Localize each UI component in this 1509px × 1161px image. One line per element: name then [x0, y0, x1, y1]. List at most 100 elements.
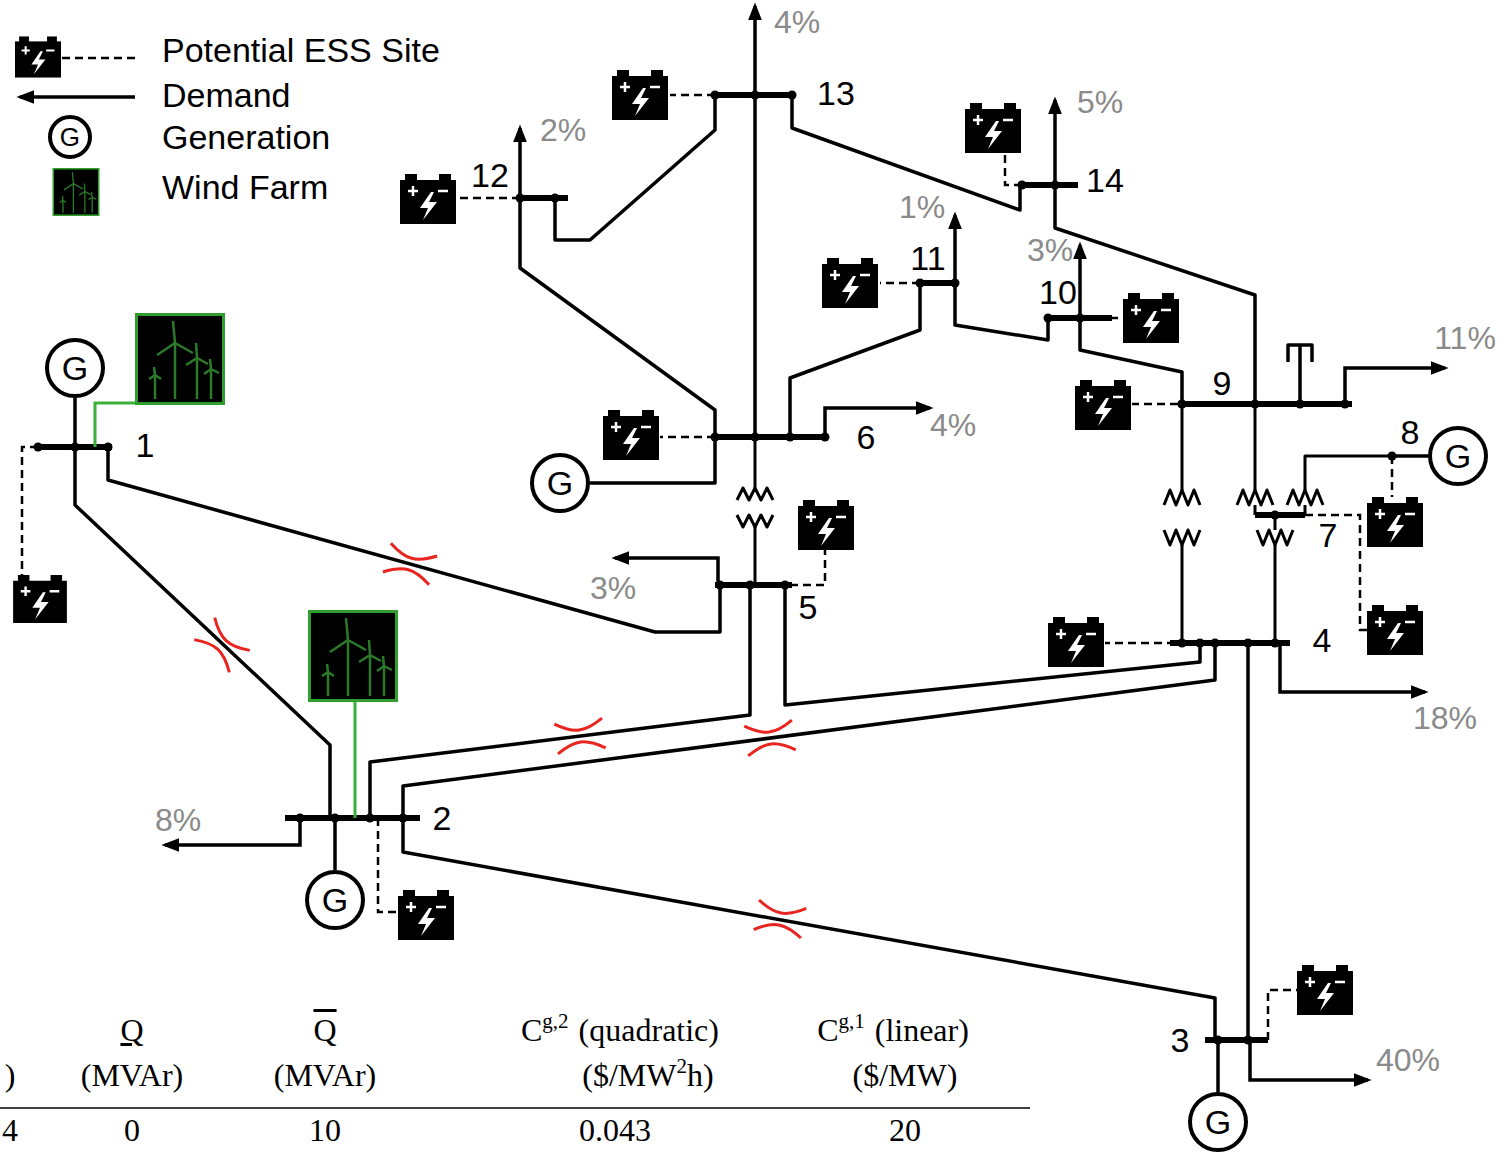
- line-limit-marker: [754, 900, 807, 938]
- ess-battery-icon: [1123, 293, 1179, 343]
- demand-arrow: [20, 95, 135, 99]
- bus-dot: [34, 443, 43, 452]
- demand-arrow: [1250, 1040, 1368, 1080]
- table-unit: ($/MW): [853, 1059, 958, 1091]
- table-unit: ($/MW: [582, 1059, 676, 1091]
- ess-dashed-link: [790, 550, 825, 585]
- table-superscript: g,2: [542, 1011, 568, 1032]
- transformer-coil: [1254, 505, 1257, 515]
- bus-dot: [551, 194, 560, 203]
- bus-dot: [821, 433, 830, 442]
- table-header: Q: [313, 1014, 336, 1046]
- transformer-coil: [737, 404, 1392, 643]
- transmission-line: [73, 398, 77, 447]
- bus-dot: [751, 91, 760, 100]
- line-limit-marker: [554, 718, 603, 733]
- legend-text: Wind Farm: [162, 170, 328, 204]
- demand-arrow: [753, 6, 757, 95]
- bus-dot: [781, 581, 790, 590]
- line-limit-marker: [754, 921, 803, 938]
- bus-dot: [1044, 314, 1053, 323]
- transformer-coil: [754, 527, 757, 585]
- table-rule: [0, 1107, 1030, 1109]
- transformer-coil: [754, 437, 757, 488]
- bus-dot: [296, 814, 305, 823]
- bus-dot: [751, 433, 760, 442]
- ess-dashed-link: [1305, 515, 1367, 630]
- bus-dot: [331, 814, 340, 823]
- bus-bar: [1018, 182, 1078, 188]
- table-unit: (MVAr): [81, 1059, 184, 1091]
- bus-number: 1: [136, 428, 155, 462]
- bus-number: 7: [1319, 518, 1338, 552]
- load-percent: 4%: [930, 409, 976, 441]
- transformer-coil: [1164, 530, 1200, 545]
- load-percent: 8%: [155, 804, 201, 836]
- load-percent: 5%: [1077, 86, 1123, 118]
- demand-arrow: [953, 215, 957, 283]
- transmission-line: [520, 198, 715, 437]
- demand-arrow: [518, 128, 522, 198]
- transformer-coil: [1254, 404, 1257, 490]
- bus-dot: [1244, 1036, 1253, 1045]
- generator-letter: G: [60, 124, 80, 150]
- ess-dashed-link: [1268, 990, 1297, 1040]
- bus-number: 9: [1213, 366, 1232, 400]
- transformer-coil: [1287, 490, 1323, 505]
- bus-dot: [1214, 1036, 1223, 1045]
- transmission-line: [1288, 345, 1312, 404]
- bus-bar: [1255, 512, 1305, 518]
- transmission-line: [1216, 1040, 1220, 1092]
- generator-circle: G: [305, 870, 365, 930]
- bus-number: 13: [817, 76, 855, 110]
- ess-battery-icon: [603, 410, 659, 460]
- bus-number: 4: [1313, 623, 1332, 657]
- ess-dashed-link: [1105, 642, 1175, 645]
- generator-letter: G: [62, 351, 88, 385]
- ess-dashed-link: [457, 197, 520, 200]
- line-limit-marker: [209, 618, 250, 657]
- transmission-line: [753, 95, 757, 437]
- table-unit: h): [687, 1059, 714, 1091]
- ess-battery-icon: [400, 174, 456, 224]
- transmission-line: [1392, 454, 1428, 458]
- load-percent: 18%: [1413, 702, 1477, 734]
- load-percent: 40%: [1376, 1044, 1440, 1076]
- bus-dot: [104, 443, 113, 452]
- wind-farm-icon: [53, 169, 98, 215]
- transformer-coil: [737, 488, 773, 500]
- transformer-coil: [1164, 490, 1200, 505]
- bus-dot: [399, 814, 408, 823]
- line-limit-marker: [194, 543, 806, 938]
- load-percent: 2%: [540, 114, 586, 146]
- line-limit-marker: [388, 543, 437, 565]
- line-limit-marker: [383, 543, 437, 585]
- bus-dot: [1051, 181, 1060, 190]
- bus-dot: [1196, 639, 1205, 648]
- bus-number: 11: [910, 241, 945, 275]
- bus-dot: [71, 443, 80, 452]
- ess-battery-icon: [1297, 965, 1353, 1015]
- transmission-line: [403, 818, 1215, 1040]
- generator-letter: G: [1445, 439, 1471, 473]
- generator-letter: G: [547, 466, 573, 500]
- table-header-group: Cg,1(linear): [817, 1014, 969, 1046]
- ess-battery-icon: [1367, 605, 1423, 655]
- bus-bar: [518, 195, 568, 201]
- bus-dot: [716, 581, 725, 590]
- ess-battery-icon: [612, 70, 668, 120]
- legend-text: Demand: [162, 78, 291, 112]
- ess-dashed-link: [62, 57, 135, 60]
- bus-dot: [516, 194, 525, 203]
- wind-farm-icon: [137, 315, 224, 404]
- demand-arrow: [20, 6, 1445, 1080]
- table-cell: 20: [889, 1114, 921, 1146]
- transmission-line: [1246, 643, 1250, 1040]
- demand-arrow: [1078, 245, 1082, 318]
- bus-dot: [366, 814, 375, 823]
- bus-dot: [746, 581, 755, 590]
- transformer-coil: [1274, 545, 1277, 643]
- bus-dot: [1251, 400, 1260, 409]
- bus-dot: [1271, 639, 1280, 648]
- transmission-line: [108, 447, 720, 632]
